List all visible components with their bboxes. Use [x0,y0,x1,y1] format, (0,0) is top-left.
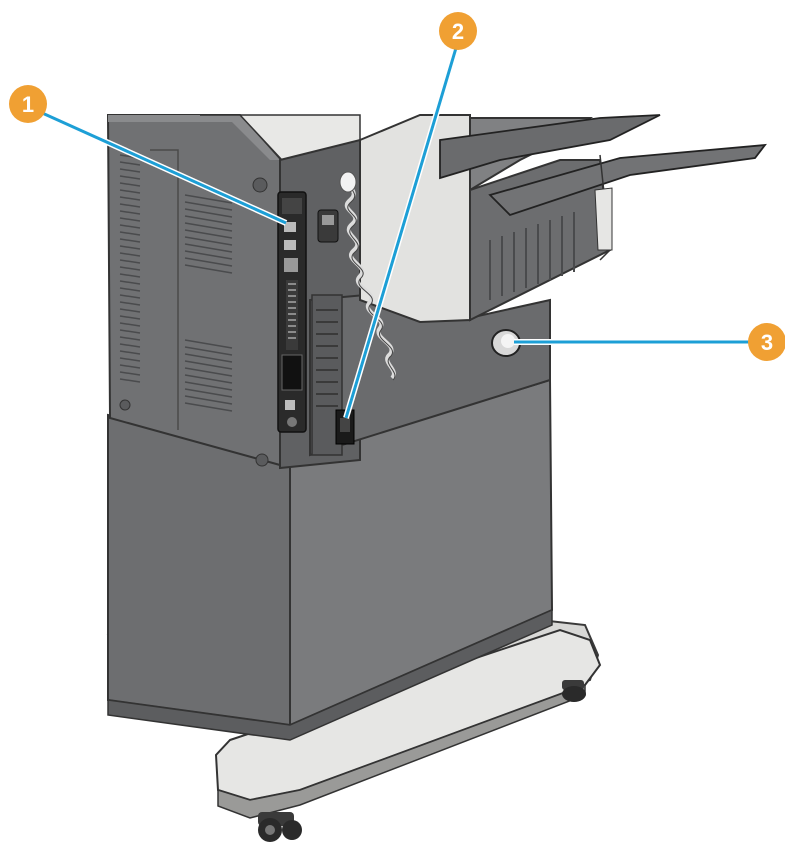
output-stapler-unit [439,114,767,322]
leader-1 [39,110,287,225]
callout-2: 2 [439,12,477,50]
callout-leaders [38,47,750,419]
lower-cabinet [107,378,554,741]
callout-1: 1 [9,85,47,123]
callout-1-circle [9,85,47,123]
port-pins [286,280,298,350]
interface-ports-panel [277,191,307,433]
callout-3-label: 3 [761,330,773,355]
callout-2-label: 2 [452,19,464,44]
side-vents-left [119,154,141,383]
caster-wheel-front [258,812,302,842]
side-vents-right [184,194,233,412]
power-connection [311,171,396,456]
leader-2 [344,47,458,419]
caster-wheel-right [562,680,586,702]
output-tray-upper [439,114,661,180]
callout-1-label: 1 [22,92,34,117]
callout-2-circle [439,12,477,50]
output-tray-lower [488,143,767,217]
callout-3: 3 [748,323,785,361]
coiled-power-cord [344,173,396,381]
callout-3-circle [748,323,785,361]
